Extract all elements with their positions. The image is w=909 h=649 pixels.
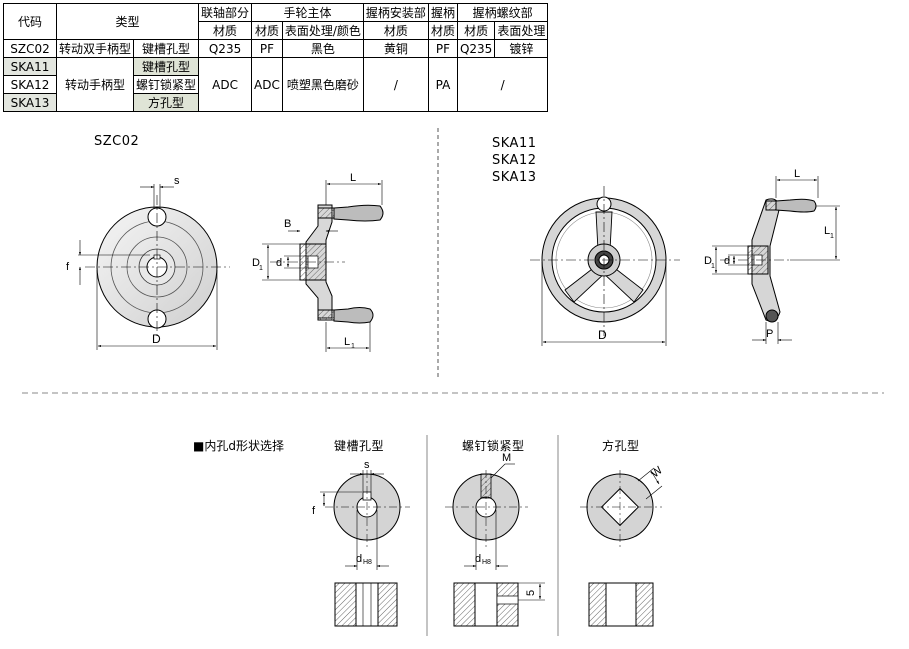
ska-dim-d: d <box>724 255 730 267</box>
square-dim-W: W <box>649 464 665 480</box>
szc02-title: SZC02 <box>94 134 140 149</box>
ska-shaft-material: ADC <box>198 57 253 112</box>
keyway-dim-s: s <box>364 459 370 471</box>
row-type: 转动双手柄型 <box>55 39 135 58</box>
row-mount-material: 黄铜 <box>362 39 429 58</box>
subheader-handle-material: 材质 <box>427 21 458 40</box>
ska-handle-material: PA <box>427 57 458 112</box>
dim-s: s <box>174 175 180 187</box>
subheader-shaft-material: 材质 <box>198 21 253 40</box>
header-code: 代码 <box>3 3 57 40</box>
ska-wheel-material: ADC <box>251 57 283 112</box>
row-subtype: 方孔型 <box>133 93 200 112</box>
keyway-dim-f: f <box>312 505 316 517</box>
ska11-title: SKA11 <box>492 136 537 151</box>
ska-dim-P: P <box>766 328 773 340</box>
setscrew-dim-5: 5 <box>525 590 537 596</box>
dim-D1-sub: 1 <box>259 265 263 272</box>
setscrew-dim-d-sub: H8 <box>482 559 491 566</box>
keyway-dim-d: d <box>356 553 362 565</box>
ska-side-view: L L 1 D 1 d P <box>704 168 840 344</box>
bore-keyway: s f d H8 <box>312 459 410 627</box>
ska12-title: SKA12 <box>492 153 537 168</box>
bore-section-title: ■内孔d形状选择 <box>193 439 284 453</box>
row-code: SKA12 <box>3 75 57 94</box>
setscrew-type-label: 螺钉锁紧型 <box>462 439 525 453</box>
szc02-side-view: L B D 1 d L 1 <box>252 172 384 352</box>
dim-L1-sub: 1 <box>351 343 355 350</box>
dim-d: d <box>276 257 282 269</box>
dim-B: B <box>284 218 291 230</box>
ska-dim-D1: D <box>704 255 712 267</box>
ska-wheel-surface: 喷塑黑色磨砂 <box>281 57 364 112</box>
row-code: SKA13 <box>3 93 57 112</box>
dim-f: f <box>66 261 70 273</box>
row-code: SZC02 <box>3 39 57 58</box>
header-handle-thread: 握柄螺纹部 <box>456 3 549 22</box>
dim-D1: D <box>252 257 260 269</box>
subheader-wheel-surface: 表面处理/颜色 <box>281 21 364 40</box>
keyway-type-label: 键槽孔型 <box>334 439 385 453</box>
ska-type: 转动手柄型 <box>55 57 135 112</box>
ska-dim-D: D <box>598 328 607 342</box>
row-code: SKA11 <box>3 57 57 76</box>
ska-front-view: D <box>530 186 680 346</box>
ska-mount-material: / <box>362 57 429 112</box>
square-type-label: 方孔型 <box>602 439 640 453</box>
setscrew-dim-M: M <box>502 452 511 464</box>
dim-D: D <box>152 332 161 346</box>
spec-table: 代码 类型 联轴部分 手轮主体 握柄安装部 握柄 握柄螺纹部 材质 材质 表面处… <box>3 3 549 112</box>
ska-dim-L1: L <box>824 225 830 237</box>
ska-dim-D1-sub: 1 <box>711 263 715 270</box>
ska-dim-L1-sub: 1 <box>830 233 834 240</box>
subheader-mount-material: 材质 <box>362 21 429 40</box>
ska-thread: / <box>456 57 549 112</box>
szc02-front-view: s f D <box>66 175 230 350</box>
ska13-title: SKA13 <box>492 170 537 185</box>
keyway-dim-d-sub: H8 <box>363 559 372 566</box>
bore-setscrew: M d H8 5 <box>445 452 545 627</box>
header-type: 类型 <box>55 3 200 40</box>
bore-square: W <box>580 464 665 627</box>
dim-L: L <box>350 172 356 184</box>
dim-L1: L <box>344 336 350 348</box>
setscrew-dim-d: d <box>475 553 481 565</box>
ska-dim-L: L <box>794 168 800 180</box>
row-subtype: 键槽孔型 <box>133 57 200 76</box>
